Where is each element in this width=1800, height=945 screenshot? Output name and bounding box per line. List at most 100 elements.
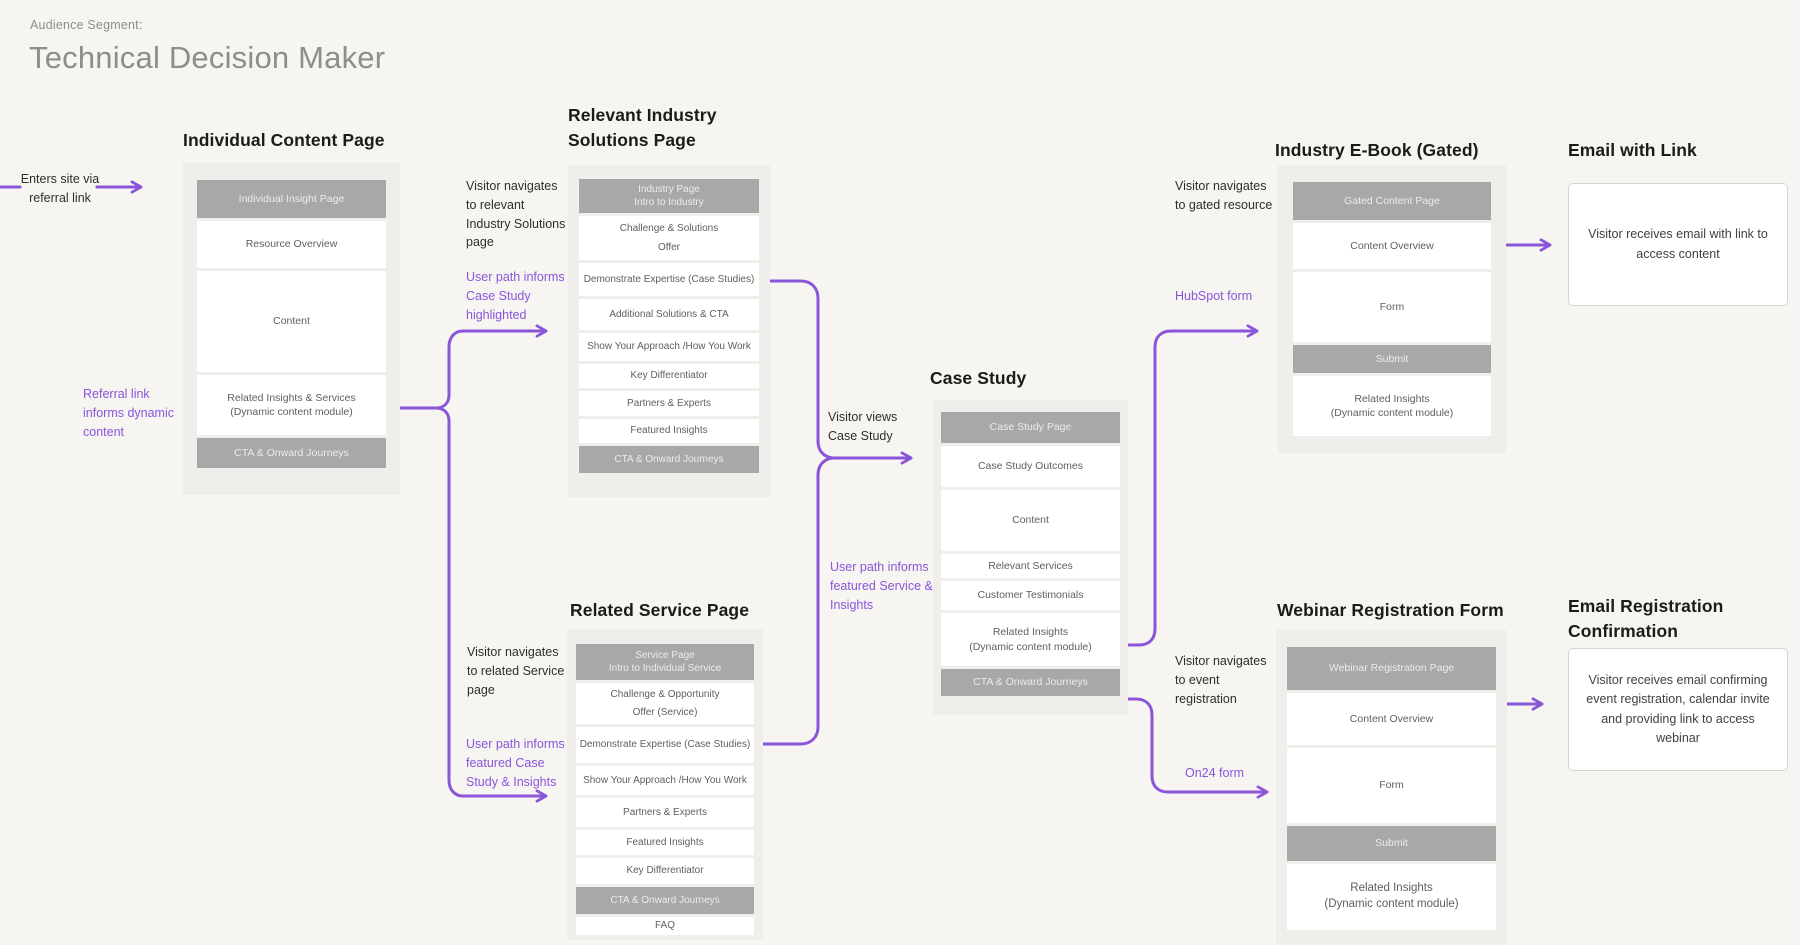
row-label: Gated Content Page xyxy=(1344,194,1440,207)
wireframe-row: Webinar Registration Page xyxy=(1287,647,1496,690)
row-label: CTA & Onward Journeys xyxy=(610,894,720,906)
card-individual-content-panel[interactable]: Individual Insight Page Resource Overvie… xyxy=(183,163,400,495)
wireframe-row: Key Differentiator xyxy=(576,858,754,884)
annotation-nav-service: Visitor navigates to related Service pag… xyxy=(467,645,565,697)
wireframe-row: Challenge & Solutions Offer xyxy=(579,216,759,260)
card-webinar-form-panel[interactable]: Webinar Registration Page Content Overvi… xyxy=(1276,630,1507,945)
card-title-email-link: Email with Link xyxy=(1568,140,1697,160)
card-title-case-study: Case Study xyxy=(930,368,1027,388)
wireframe-row: Submit xyxy=(1287,826,1496,861)
card-title-individual-content: Individual Content Page xyxy=(183,130,385,150)
wireframe-row: Content Overview xyxy=(1293,223,1491,269)
card-case-study-panel[interactable]: Case Study Page Case Study Outcomes Cont… xyxy=(933,400,1128,715)
row-label: Related Insights xyxy=(1354,392,1430,405)
page-title: Technical Decision Maker xyxy=(29,40,386,75)
wireframe-row: Form xyxy=(1293,272,1491,342)
wireframe-row: Challenge & Opportunity Offer (Service) xyxy=(576,683,754,724)
row-label: Case Study Outcomes xyxy=(977,460,1084,473)
card-industry-solutions-panel[interactable]: Industry Page Intro to Industry Challeng… xyxy=(568,165,770,497)
annotation-views-case: Visitor views Case Study xyxy=(828,410,898,443)
row-label: Related Insights xyxy=(1350,882,1433,895)
row-label: Partners & Experts xyxy=(627,397,711,409)
row-label: Offer xyxy=(657,241,681,253)
row-label: Content xyxy=(273,315,310,328)
row-label: Individual Insight Page xyxy=(238,192,345,205)
wireframe-row: Related Insights (Dynamic content module… xyxy=(1287,864,1496,930)
wireframe-row: Show Your Approach /How You Work xyxy=(579,333,759,361)
row-label: (Dynamic content module) xyxy=(969,640,1092,653)
row-label: Show Your Approach /How You Work xyxy=(583,774,747,786)
wireframe-row: Content xyxy=(941,490,1120,551)
row-label: Submit xyxy=(1375,352,1409,365)
row-label: Challenge & Solutions xyxy=(619,222,719,234)
annotation-path-case-highlight: User path informs Case Study highlighted xyxy=(466,270,565,322)
row-label: Partners & Experts xyxy=(623,806,707,818)
row-label: Additional Solutions & CTA xyxy=(609,308,729,320)
connector-industry-to-casestudy[interactable] xyxy=(768,279,913,465)
card-title-industry-solutions: Relevant Industry Solutions Page xyxy=(568,105,717,150)
connector-casestudy-to-webinar[interactable] xyxy=(1126,697,1269,799)
row-label: Show Your Approach /How You Work xyxy=(587,341,751,353)
row-label: Key Differentiator xyxy=(630,370,708,382)
wireframe-row: Individual Insight Page xyxy=(197,180,386,218)
row-label: Customer Testimonials xyxy=(977,589,1084,602)
row-label: Service Page xyxy=(635,649,695,661)
wireframe-row: Related Insights (Dynamic content module… xyxy=(941,613,1120,666)
row-label: Challenge & Opportunity xyxy=(610,688,720,700)
annotation-nav-event: Visitor navigates to event registration xyxy=(1175,654,1267,706)
email-body-text: Visitor receives email with link to acce… xyxy=(1588,227,1768,261)
row-label: Webinar Registration Page xyxy=(1328,662,1455,675)
wireframe-row: Content xyxy=(197,271,386,372)
wireframe-row: Resource Overview xyxy=(197,221,386,268)
wireframe-row: Key Differentiator xyxy=(579,364,759,388)
wireframe-row: Submit xyxy=(1293,345,1491,373)
wireframe-row: CTA & Onward Journeys xyxy=(197,438,386,468)
email-body-text: Visitor receives email confirming event … xyxy=(1586,672,1770,745)
row-label: Demonstrate Expertise (Case Studies) xyxy=(583,273,755,285)
card-title-email-confirmation: Email Registration Confirmation xyxy=(1568,596,1724,641)
wireframe-row: Relevant Services xyxy=(941,554,1120,578)
wireframe-row: Featured Insights xyxy=(579,419,759,443)
row-label: Form xyxy=(1379,300,1405,313)
row-label: Content Overview xyxy=(1349,712,1434,725)
email-with-link-box[interactable]: Visitor receives email with link to acce… xyxy=(1568,183,1788,306)
row-label: Offer (Service) xyxy=(632,706,698,718)
row-label: Intro to Industry xyxy=(634,197,704,208)
annotation-nav-gated: Visitor navigates to gated resource xyxy=(1175,179,1273,212)
annotation-path-case-insights: User path informs featured Case Study & … xyxy=(466,737,565,789)
wireframe-row: CTA & Onward Journeys xyxy=(579,446,759,473)
card-industry-ebook-panel[interactable]: Gated Content Page Content Overview Form… xyxy=(1278,165,1506,453)
connector-casestudy-to-ebook[interactable] xyxy=(1126,324,1259,647)
annotation-hubspot-form: HubSpot form xyxy=(1175,289,1253,303)
row-label: Featured Insights xyxy=(630,425,708,437)
row-label: CTA & Onward Journeys xyxy=(614,453,724,465)
row-label: Resource Overview xyxy=(245,238,338,251)
row-label: Content xyxy=(1012,514,1049,527)
wireframe-row: Customer Testimonials xyxy=(941,581,1120,610)
annotation-referral-informs: Referral link informs dynamic content xyxy=(83,387,174,439)
wireframe-row: Demonstrate Expertise (Case Studies) xyxy=(576,727,754,763)
row-label: CTA & Onward Journeys xyxy=(973,676,1088,689)
wireframe-row: Related Insights & Services (Dynamic con… xyxy=(197,375,386,435)
wireframe-row: CTA & Onward Journeys xyxy=(941,669,1120,696)
card-related-service-panel[interactable]: Service Page Intro to Individual Service… xyxy=(567,629,763,940)
connector-split-to-service[interactable] xyxy=(398,406,548,803)
audience-segment-label: Audience Segment: xyxy=(30,18,143,32)
row-label: Intro to Individual Service xyxy=(608,663,722,674)
row-label: (Dynamic content module) xyxy=(230,406,353,418)
connector-split-to-industry[interactable] xyxy=(398,324,548,410)
wireframe-row: Content Overview xyxy=(1287,693,1496,745)
annotation-on24-form: On24 form xyxy=(1185,766,1245,780)
wireframe-row: Partners & Experts xyxy=(576,798,754,827)
row-label: Featured Insights xyxy=(626,836,704,848)
row-label: (Dynamic content module) xyxy=(1324,898,1459,910)
row-label: Industry Page xyxy=(638,183,700,195)
annotation-path-service-insights: User path informs featured Service & Ins… xyxy=(830,560,933,612)
wireframe-row: Demonstrate Expertise (Case Studies) xyxy=(579,263,759,296)
wireframe-row: Gated Content Page xyxy=(1293,182,1491,220)
email-confirmation-box[interactable]: Visitor receives email confirming event … xyxy=(1568,648,1788,771)
connector-service-to-casestudy[interactable] xyxy=(761,456,835,746)
wireframe-row: Show Your Approach /How You Work xyxy=(576,766,754,795)
